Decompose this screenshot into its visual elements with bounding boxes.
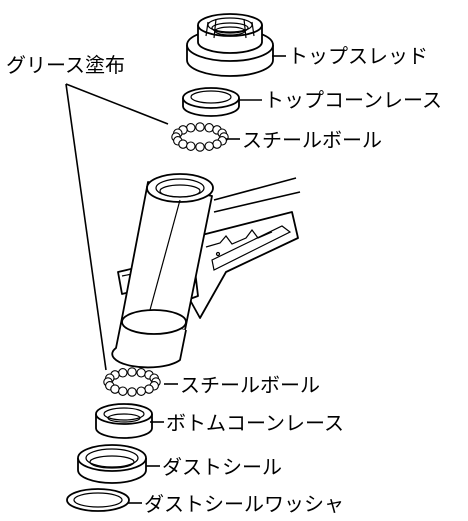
steel-ball [204,141,214,151]
dust-seal-label: ダストシール [162,455,282,479]
steel-ball [204,123,214,133]
steel-ball [127,367,137,377]
steel-ball [136,386,146,396]
steel-ball [118,368,128,378]
steel-ball [212,139,222,149]
steel-ball-ring-top [171,122,229,152]
steel-ball [110,384,120,394]
bottom-cone-race-label: ボトムコーンレース [166,411,344,435]
steel-ball [144,384,154,394]
top-thread-part [186,13,274,77]
steel-ball [195,122,205,132]
steel-ball [186,123,196,133]
steel-ball [118,386,128,396]
dust-seal-washer-label: ダストシールワッシャ [144,492,344,516]
grease-leader-lines [65,83,169,371]
steel-ball-bottom-label: スチールボール [180,373,320,397]
top-thread-label: トップスレッド [288,44,428,68]
steel-ball [127,387,137,397]
head-tube-part [111,173,214,369]
dust-seal-part [77,444,147,484]
steel-ball [136,368,146,378]
top-cone-race-label: トップコーンレース [264,88,442,112]
grease-label: グリース塗布 [6,53,125,77]
part-leader-lines [128,55,286,504]
steel-ball [195,142,205,152]
dust-seal-washer-part [66,488,130,512]
bottom-cone-race-part [95,403,153,439]
steel-ball-ring-bottom [103,367,161,397]
steel-ball [186,141,196,151]
top-cone-race-part [182,87,240,117]
steel-ball-top-label: スチールボール [242,128,382,152]
steel-ball [178,139,188,149]
